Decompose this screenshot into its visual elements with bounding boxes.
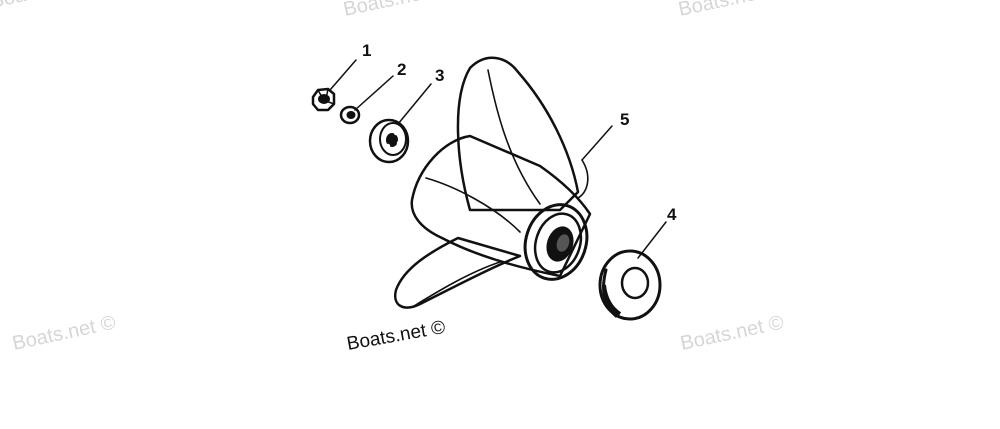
watermark-top-left: Boats.net © (0, 0, 96, 13)
callout-3: 3 (435, 66, 444, 85)
leader-4 (637, 221, 667, 259)
leader-1 (329, 59, 357, 91)
leader-3 (397, 83, 432, 125)
callout-5: 5 (620, 110, 629, 129)
nut-part (311, 87, 336, 112)
callout-labels: 1 2 3 4 5 (362, 41, 677, 224)
leader-2 (354, 75, 394, 111)
leader-lines (329, 59, 667, 259)
watermark-top-right: Boats.net © (676, 0, 783, 21)
watermark-bottom-left: Boats.net © (10, 312, 117, 355)
washer-part (339, 105, 361, 125)
spacer-part (368, 118, 410, 164)
callout-1: 1 (362, 41, 371, 60)
boats-net-credit: Boats.net © (345, 317, 447, 355)
leader-5 (581, 125, 613, 161)
watermark-top-center: Boats.net © (341, 0, 448, 21)
watermark-group: Boats.net © Boats.net © Boats.net © Boat… (0, 0, 786, 355)
callout-4: 4 (667, 205, 677, 224)
propeller-part (393, 56, 592, 309)
watermark-bottom-right: Boats.net © (678, 312, 785, 355)
thrust-washer-part (598, 249, 662, 321)
callout-2: 2 (397, 60, 406, 79)
